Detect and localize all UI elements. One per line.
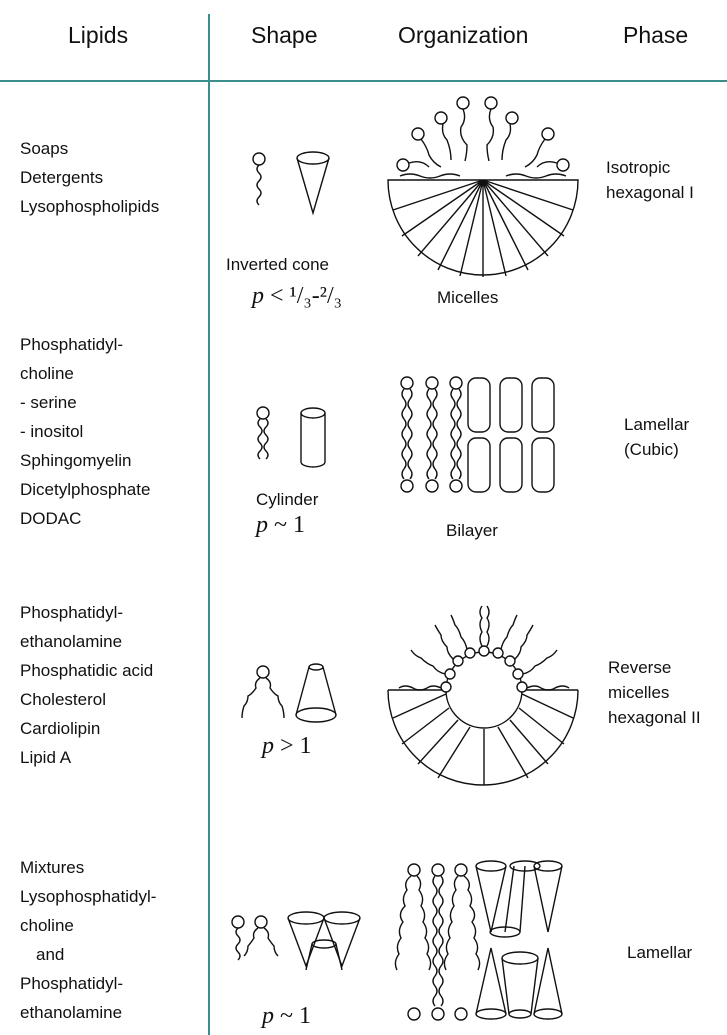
single-tail-lipid-icon bbox=[253, 153, 265, 205]
mixed-lipids-icon bbox=[232, 916, 278, 960]
inverted-cone-icon bbox=[297, 152, 329, 213]
truncated-cone-icon bbox=[296, 664, 336, 722]
splayed-lipid-icon bbox=[242, 666, 284, 718]
hourglass-cones-icon bbox=[288, 912, 360, 970]
bilayer-icon bbox=[401, 377, 554, 492]
double-tail-lipid-icon bbox=[257, 407, 269, 459]
reverse-micelle-icon bbox=[388, 606, 578, 785]
micelle-icon bbox=[388, 97, 578, 277]
cylinder-icon bbox=[301, 408, 325, 467]
mixed-bilayer-icon bbox=[395, 861, 562, 1020]
